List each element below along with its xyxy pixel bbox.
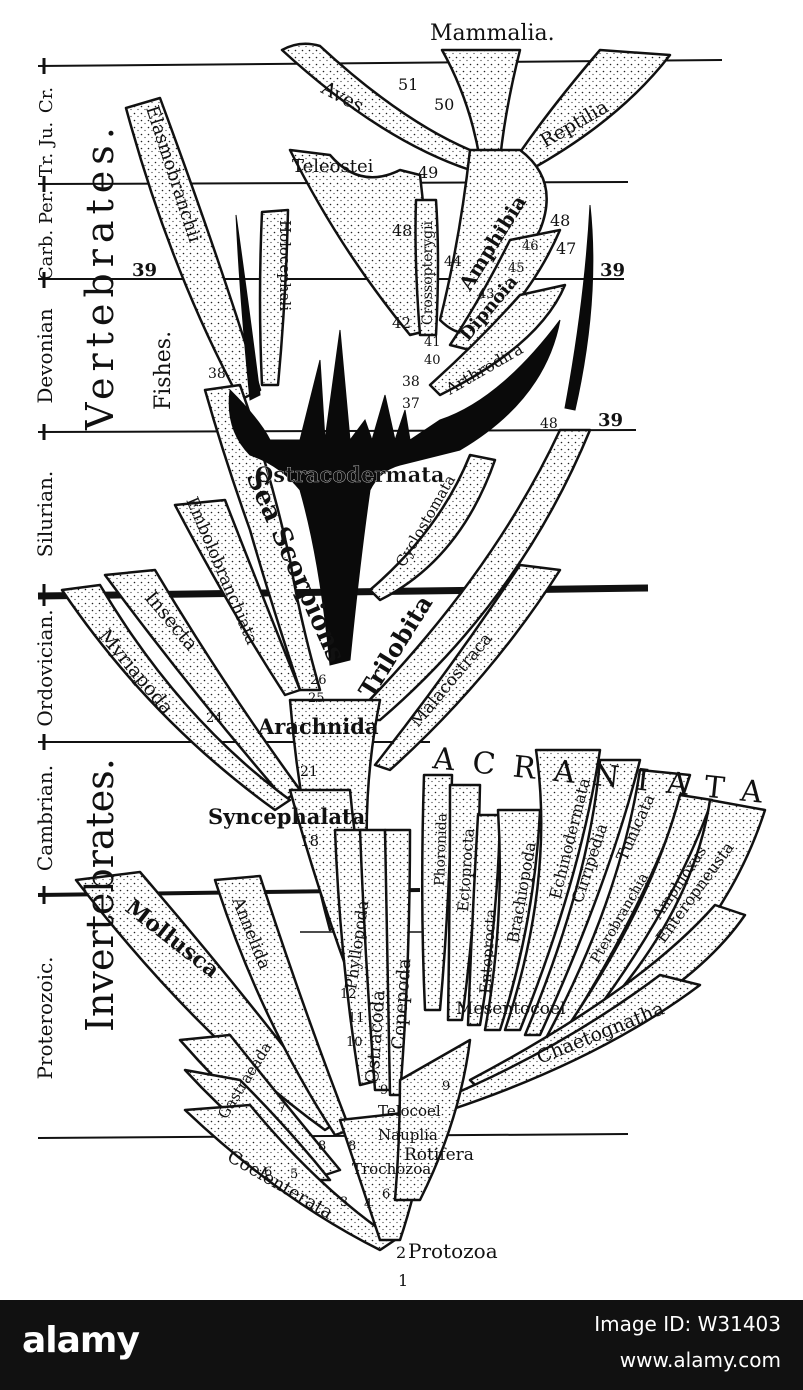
period-label: Ju.	[36, 122, 57, 149]
period-label: Devonian	[33, 308, 57, 403]
period-label: Ordovician.	[33, 609, 57, 726]
node-number: 4	[364, 1197, 372, 1212]
node-number: 47	[556, 239, 576, 258]
node-number: 21	[300, 764, 318, 780]
period-label: Carb.	[36, 230, 57, 280]
node-number: 39	[598, 410, 623, 431]
mammalia-label: Mammalia.	[430, 21, 555, 46]
branches	[62, 44, 765, 1250]
taxon-label: Phoronida	[432, 813, 451, 886]
node-number: 8	[348, 1139, 356, 1154]
node-number: 39	[600, 260, 625, 281]
taxon-label: Teleostei	[292, 156, 374, 177]
fishes-label: Fishes.	[151, 331, 176, 410]
node-number: 49	[418, 163, 438, 182]
invertebrates-label: Invertebrates.	[78, 758, 122, 1032]
period-label: Proterozoic.	[33, 956, 57, 1079]
taxon-label: Nauplia	[378, 1126, 438, 1144]
taxon-label: Arachnida	[257, 714, 379, 739]
node-number: 44	[444, 254, 462, 270]
node-number: 6	[382, 1187, 390, 1202]
period-label: Cr.	[36, 87, 57, 113]
node-number: 37	[402, 396, 420, 412]
node-number: 48	[550, 211, 570, 230]
image-id: Image ID: W31403	[594, 1312, 781, 1336]
node-number: 38	[402, 374, 420, 390]
node-number: 45	[508, 261, 525, 276]
node-number: 9	[380, 1083, 388, 1098]
node-number: 39	[132, 260, 157, 281]
taxon-label: Telocoel	[378, 1102, 441, 1120]
node-number: 2	[396, 1243, 406, 1262]
vertebrates-label: Vertebrates.	[78, 121, 122, 431]
node-number: 38	[208, 366, 226, 382]
phylogeny-plate: Cr. Ju. Tr. Per. Carb. Devonian Silurian…	[0, 0, 803, 1300]
node-number: 48	[392, 221, 412, 240]
node-number: 50	[434, 95, 454, 114]
alamy-logo: alamy	[22, 1320, 139, 1361]
site-url: www.alamy.com	[620, 1348, 781, 1372]
node-number: 41	[424, 335, 441, 350]
branch-teleostei	[290, 150, 430, 335]
node-number: 11	[348, 1011, 365, 1026]
node-number: 26	[310, 673, 327, 688]
taxon-label: Mesentocoel	[456, 999, 566, 1019]
node-number: 46	[522, 239, 539, 254]
node-number: 25	[308, 691, 325, 706]
period-label: Cambrian.	[33, 765, 57, 871]
node-number: 51	[398, 75, 418, 94]
line-proterozoic	[38, 1134, 628, 1138]
node-number: 12	[340, 987, 357, 1002]
node-number: 3	[340, 1195, 348, 1210]
node-number: 8	[318, 1139, 326, 1154]
period-label: Per.	[36, 190, 57, 224]
node-number: 10	[346, 1035, 363, 1050]
node-number: 40	[424, 353, 441, 368]
taxon-label: Trochozoa	[352, 1160, 431, 1178]
period-labels: Cr. Ju. Tr. Per. Carb. Devonian Silurian…	[33, 87, 57, 1080]
node-number: 7	[278, 1101, 286, 1116]
node-number: 18	[300, 832, 319, 850]
phylogeny-tree: Cr. Ju. Tr. Per. Carb. Devonian Silurian…	[0, 0, 803, 1300]
taxon-label: Crossopterygii	[420, 220, 436, 325]
node-number: 5	[290, 1167, 298, 1182]
node-number: 42	[392, 314, 411, 332]
watermark-bar: alamy Image ID: W31403 www.alamy.com	[0, 1300, 803, 1390]
node-number: 9	[442, 1079, 450, 1094]
node-number: 48	[540, 416, 558, 432]
node-number: 1	[398, 1271, 408, 1290]
period-label: Tr.	[36, 153, 57, 177]
taxon-label: Ostracodermata	[255, 462, 445, 487]
taxon-label: Protozoa	[408, 1239, 498, 1263]
taxon-label: Syncephalata	[208, 804, 366, 829]
node-number: 43	[478, 287, 495, 302]
node-number: 24	[206, 711, 223, 726]
node-number: 6	[264, 1165, 272, 1180]
period-label: Silurian.	[33, 471, 57, 558]
taxon-label: Holocephali	[276, 220, 294, 311]
